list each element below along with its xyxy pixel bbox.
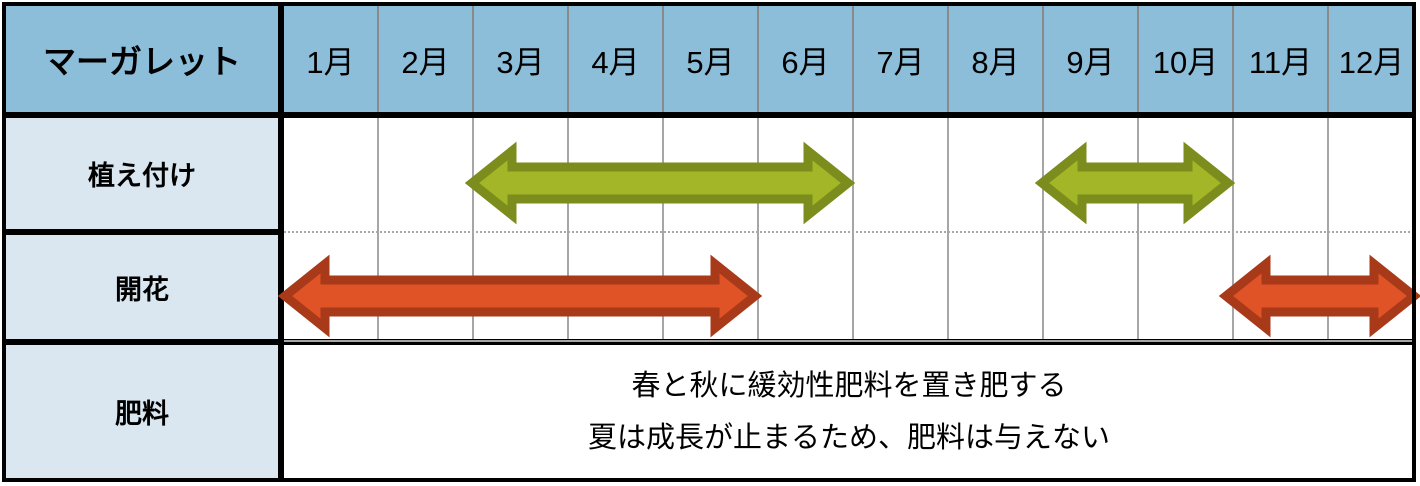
header-divider-4: [662, 6, 664, 112]
fertilizer-note-cell: 春と秋に緩効性肥料を置き肥する 夏は成長が止まるため、肥料は与えない: [284, 347, 1414, 478]
row-separator-dotted: [284, 231, 1414, 233]
month-header-10: 10月: [1139, 6, 1232, 112]
month-header-3: 3月: [474, 6, 567, 112]
month-header-1: 1月: [284, 6, 377, 112]
grid-line-5: [757, 118, 759, 339]
fertilizer-note-line-1: 春と秋に緩効性肥料を置き肥する: [631, 369, 1067, 402]
grid-line-7: [947, 118, 949, 339]
month-header-6: 6月: [759, 6, 852, 112]
header-divider-2: [472, 6, 474, 112]
header-divider-3: [567, 6, 569, 112]
month-header-2: 2月: [379, 6, 472, 112]
row-label-flowering: 開花: [6, 235, 278, 339]
month-header-11: 11月: [1234, 6, 1327, 112]
month-header-8: 8月: [949, 6, 1042, 112]
grid-line-2: [472, 118, 474, 339]
header-divider-10: [1232, 6, 1234, 112]
month-header-7: 7月: [854, 6, 947, 112]
header-divider-11: [1327, 6, 1329, 112]
row2-bottom-rule: [2, 339, 1416, 345]
planting-bar-autumn: [1034, 141, 1236, 225]
header-divider-9: [1137, 6, 1139, 112]
row-label-planting: 植え付け: [6, 118, 278, 229]
row1-bottom-rule-label: [2, 229, 280, 235]
header-divider-6: [852, 6, 854, 112]
grid-line-1: [377, 118, 379, 339]
flowering-bar-winter-spring: [277, 254, 763, 338]
grid-line-9: [1137, 118, 1139, 339]
header-divider-1: [377, 6, 379, 112]
grid-line-3: [567, 118, 569, 339]
header-divider-8: [1042, 6, 1044, 112]
fertilizer-note-line-2: 夏は成長が止まるため、肥料は与えない: [587, 421, 1110, 454]
month-header-5: 5月: [664, 6, 757, 112]
month-header-4: 4月: [569, 6, 662, 112]
month-header-9: 9月: [1044, 6, 1137, 112]
grid-line-8: [1042, 118, 1044, 339]
flowering-bar-late-autumn: [1218, 254, 1420, 338]
grid-line-6: [852, 118, 854, 339]
month-header-12: 12月: [1329, 6, 1414, 112]
row-separator-solid: [284, 340, 1414, 342]
grid-line-4: [662, 118, 664, 339]
label-column-rule: [278, 2, 284, 482]
header-divider-7: [947, 6, 949, 112]
plant-name-title: マーガレット: [6, 6, 278, 112]
grid-line-11: [1327, 118, 1329, 339]
header-divider-5: [757, 6, 759, 112]
planting-bar-spring: [464, 141, 856, 225]
header-bottom-rule: [2, 112, 1416, 118]
row-label-fertilizer: 肥料: [6, 345, 278, 478]
grid-line-10: [1232, 118, 1234, 339]
